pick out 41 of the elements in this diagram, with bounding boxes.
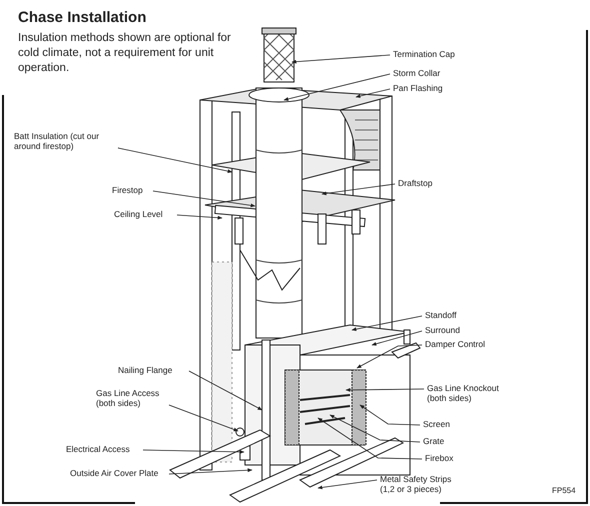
callout-label: Surround xyxy=(425,325,460,335)
leader-line xyxy=(168,404,238,432)
leader-line xyxy=(322,184,396,196)
callout-label: Damper Control xyxy=(425,339,485,349)
leader-line xyxy=(346,388,424,392)
figure-code: FP554 xyxy=(552,485,576,497)
leader-line xyxy=(292,54,390,64)
leader-line xyxy=(330,414,420,442)
callout-label: Storm Collar xyxy=(393,68,440,78)
callout-label: Firebox xyxy=(425,453,454,463)
note-text: Insulation methods shown are optional for cold climate, not a requirement for unit operation. xyxy=(18,31,232,76)
callout-label: Batt Insulation (cut our around firestop) xyxy=(14,131,118,151)
leader-line xyxy=(318,418,422,460)
leader-line xyxy=(142,450,244,454)
callout-label: Pan Flashing xyxy=(393,83,443,93)
callout-label: Electrical Access xyxy=(66,444,130,454)
leader-line xyxy=(188,370,262,410)
leader-line xyxy=(152,190,256,208)
leader-line xyxy=(284,74,390,101)
callout-label: Nailing Flange xyxy=(118,365,172,375)
leader-line xyxy=(360,404,420,426)
callout-label: Outside Air Cover Plate xyxy=(70,468,158,478)
leader-line xyxy=(356,344,422,368)
leader-line xyxy=(118,148,232,173)
callout-label: Firestop xyxy=(112,185,143,195)
callout-label: Ceiling Level xyxy=(114,209,163,219)
callout-label: Grate xyxy=(423,436,444,446)
callout-label: Gas Line Access (both sides) xyxy=(96,388,168,408)
leader-line xyxy=(176,214,222,220)
callout-label: Gas Line Knockout (both sides) xyxy=(427,383,509,403)
leader-line xyxy=(318,480,378,490)
leader-line xyxy=(352,316,422,332)
callout-label: Draftstop xyxy=(398,178,432,188)
callout-label: Termination Cap xyxy=(393,49,455,59)
leader-line xyxy=(356,88,390,98)
callout-label: Screen xyxy=(423,419,450,429)
leader-line xyxy=(372,330,422,346)
callout-label: Metal Safety Strips (1,2 or 3 pieces) xyxy=(380,474,464,494)
leader-line xyxy=(168,468,252,474)
title: Chase Installation xyxy=(18,9,146,28)
callout-label: Standoff xyxy=(425,310,457,320)
